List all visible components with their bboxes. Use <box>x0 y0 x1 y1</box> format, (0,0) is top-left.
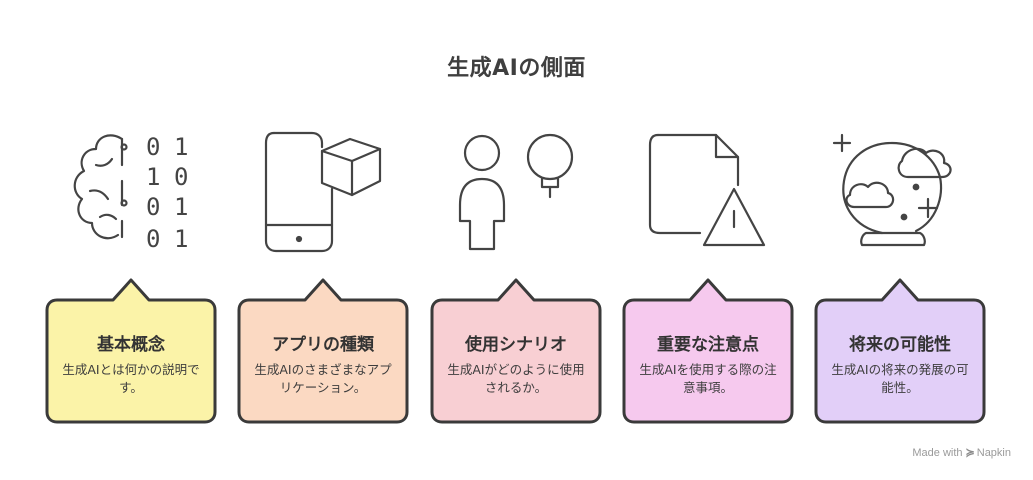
binary-digit: 0 <box>146 133 160 161</box>
crystal-ball-icon <box>820 125 970 260</box>
binary-digit: 1 <box>174 133 188 161</box>
card-background <box>45 278 217 424</box>
binary-digit: 1 <box>174 193 188 221</box>
napkin-credit[interactable]: Made with≽Napkin <box>912 446 1011 459</box>
card-heading: 将来の可能性 <box>849 335 951 355</box>
card-heading: 使用シナリオ <box>465 335 567 355</box>
card-basic-concepts: 基本概念 生成AIとは何かの説明です。 <box>45 278 217 426</box>
card-background <box>237 278 409 424</box>
binary-digit: 0 <box>146 225 160 253</box>
card-heading: 重要な注意点 <box>657 335 759 355</box>
binary-digit: 0 <box>174 163 188 191</box>
brain-binary-icon: 0 1 1 0 0 1 0 1 <box>60 125 210 260</box>
card-description: 生成AIとは何かの説明です。 <box>62 362 200 395</box>
card-description: 生成AIを使用する際の注意事項。 <box>639 362 777 395</box>
card-heading: アプリの種類 <box>272 335 374 355</box>
card-background <box>430 278 602 424</box>
phone-cube-icon <box>252 125 402 260</box>
card-description: 生成AIがどのように使用されるか。 <box>447 362 585 395</box>
document-warning-icon <box>630 125 780 260</box>
napkin-logo-icon: ≽ <box>965 447 975 459</box>
made-with-label: Made with <box>912 447 963 459</box>
card-description: 生成AIの将来の発展の可能性。 <box>831 362 969 395</box>
binary-digit: 1 <box>146 163 160 191</box>
binary-digit: 1 <box>174 225 188 253</box>
card-background <box>814 278 986 424</box>
binary-digit: 0 <box>146 193 160 221</box>
card-heading: 基本概念 <box>97 335 165 355</box>
person-lightbulb-icon <box>440 125 590 260</box>
card-important-notes: 重要な注意点 生成AIを使用する際の注意事項。 <box>622 278 794 426</box>
page-title: 生成AIの側面 <box>447 56 586 81</box>
card-description: 生成AIのさまざまなアプリケーション。 <box>254 362 392 395</box>
card-background <box>622 278 794 424</box>
card-future-potential: 将来の可能性 生成AIの将来の発展の可能性。 <box>814 278 986 426</box>
brand-label: Napkin <box>976 447 1011 459</box>
card-app-types: アプリの種類 生成AIのさまざまなアプリケーション。 <box>237 278 409 426</box>
card-usage-scenarios: 使用シナリオ 生成AIがどのように使用されるか。 <box>430 278 602 426</box>
